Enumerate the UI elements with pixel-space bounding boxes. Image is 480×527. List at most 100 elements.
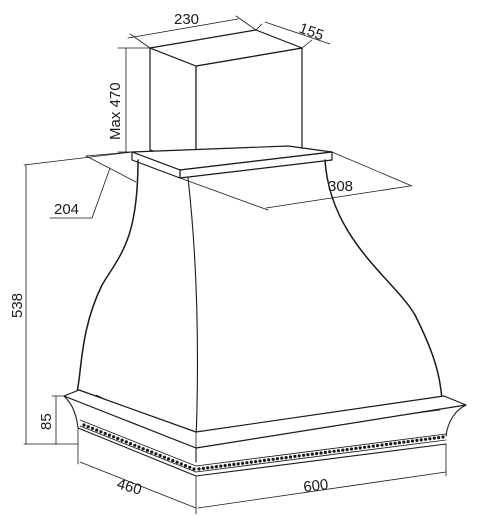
bead-trim-front xyxy=(82,423,196,471)
bead xyxy=(223,464,227,468)
canopy-front-edge xyxy=(187,177,198,443)
extension-line xyxy=(331,151,413,187)
bead xyxy=(363,445,367,449)
dimension-label-chimney-width: 230 xyxy=(174,11,199,28)
bead xyxy=(358,446,362,450)
bead xyxy=(219,464,223,468)
bead xyxy=(103,431,107,436)
dimension-label-base-width: 600 xyxy=(302,476,329,496)
dimension-total-height: 538 xyxy=(9,151,133,445)
dimension-line xyxy=(197,471,447,509)
bead xyxy=(280,456,284,460)
bead xyxy=(262,458,266,462)
canopy-right-contour xyxy=(324,159,443,401)
bead xyxy=(336,449,340,453)
bead xyxy=(154,452,158,456)
bead xyxy=(432,436,436,440)
bead xyxy=(419,438,423,442)
dimension-top-width: 308 xyxy=(179,151,413,211)
bead xyxy=(349,447,354,451)
bead xyxy=(437,436,441,440)
base-side-bead-guide-bot xyxy=(195,439,447,473)
bead xyxy=(141,447,145,451)
bead xyxy=(293,454,297,458)
bead xyxy=(232,462,236,466)
bead xyxy=(258,459,262,463)
extension-line xyxy=(255,23,263,31)
bead xyxy=(192,467,196,471)
bead-trim-side xyxy=(197,435,445,471)
dimension-line xyxy=(79,461,197,509)
bead xyxy=(145,448,150,452)
bead xyxy=(323,450,327,454)
bead xyxy=(107,433,111,437)
bead xyxy=(158,453,162,458)
dimension-base-width: 600 xyxy=(197,443,447,509)
dimension-label-total-height: 538 xyxy=(9,293,26,318)
bead xyxy=(112,435,116,439)
base-side-bead-guide-top xyxy=(195,433,447,467)
extension-line xyxy=(179,177,269,211)
bead xyxy=(116,436,120,441)
bead xyxy=(245,461,249,465)
bead xyxy=(410,439,415,443)
bead xyxy=(82,423,86,427)
leader-line xyxy=(91,167,111,219)
bead xyxy=(376,444,380,448)
bead xyxy=(95,428,99,432)
hood-collar xyxy=(131,145,333,179)
dimension-line xyxy=(264,21,331,45)
bead xyxy=(354,446,358,450)
bead xyxy=(428,437,432,441)
bead xyxy=(124,440,128,444)
bead xyxy=(241,461,245,465)
bead xyxy=(254,460,258,464)
bead xyxy=(183,464,188,468)
base-front-bead-guide-bot xyxy=(79,425,197,473)
bead xyxy=(315,452,319,456)
base-left-profile xyxy=(63,395,79,429)
bead xyxy=(236,462,240,466)
bead xyxy=(214,465,218,469)
bead xyxy=(288,455,293,459)
bead xyxy=(133,443,137,447)
bead xyxy=(397,441,401,445)
bead xyxy=(128,442,133,446)
bead xyxy=(415,438,419,442)
bead xyxy=(310,452,314,456)
bead xyxy=(406,440,410,444)
bead xyxy=(389,442,393,446)
bead xyxy=(99,430,103,434)
dimension-label-top-width: 308 xyxy=(328,178,353,195)
dimension-label-top-depth: 204 xyxy=(54,201,79,218)
bead xyxy=(90,426,95,430)
bead xyxy=(297,454,301,458)
bead xyxy=(371,444,375,448)
base-front-bead-guide-top xyxy=(79,419,197,467)
bead xyxy=(227,463,232,467)
bead xyxy=(271,457,275,461)
bead xyxy=(302,453,306,457)
extension-line xyxy=(129,33,151,49)
bead xyxy=(201,466,205,470)
dimension-label-chimney-depth: 155 xyxy=(297,20,326,45)
canopy-left-contour xyxy=(76,159,139,393)
extension-line xyxy=(85,151,133,157)
bead xyxy=(267,458,271,462)
bead xyxy=(175,460,179,464)
bead xyxy=(249,460,253,464)
base-front-bottom-edge xyxy=(77,427,197,477)
bead xyxy=(328,450,332,454)
dimension-label-base-height: 85 xyxy=(38,413,55,430)
dimension-line xyxy=(85,155,137,183)
dimension-top-depth: 204 xyxy=(49,151,137,219)
bead xyxy=(150,450,154,454)
extension-line xyxy=(301,39,313,49)
extension-line xyxy=(235,15,257,31)
bead xyxy=(206,466,210,470)
hood-base xyxy=(63,389,467,477)
bead xyxy=(162,455,166,459)
bead xyxy=(188,465,192,469)
